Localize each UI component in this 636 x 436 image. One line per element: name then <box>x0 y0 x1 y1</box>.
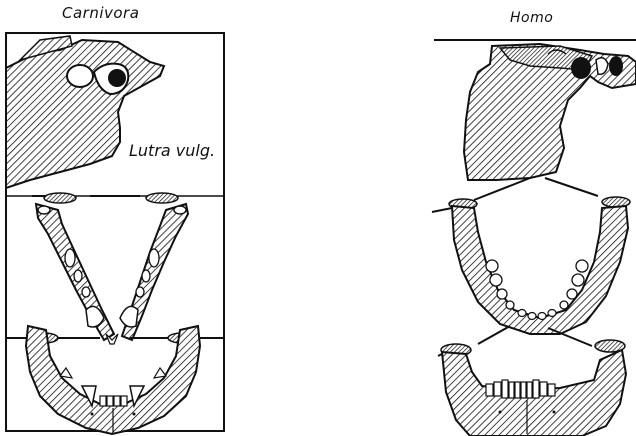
carnivora-panel <box>6 33 224 434</box>
homo-condyle <box>571 57 591 79</box>
carnivora-ear-opening <box>67 65 93 87</box>
carnivora-mandible-top-view <box>32 193 188 344</box>
carnivora-skull-lateral <box>6 36 164 188</box>
carnivora-condyle <box>108 69 126 87</box>
carnivora-title: Carnivora <box>62 4 139 22</box>
homo-title: Homo <box>510 10 553 26</box>
homo-mandible-top-view <box>432 178 630 334</box>
homo-skull-lateral <box>464 44 636 180</box>
homo-mandible-front-view <box>438 326 626 436</box>
homo-panel <box>432 40 636 436</box>
species-label: Lutra vulg. <box>129 141 215 160</box>
homo-front-teeth <box>486 380 555 398</box>
